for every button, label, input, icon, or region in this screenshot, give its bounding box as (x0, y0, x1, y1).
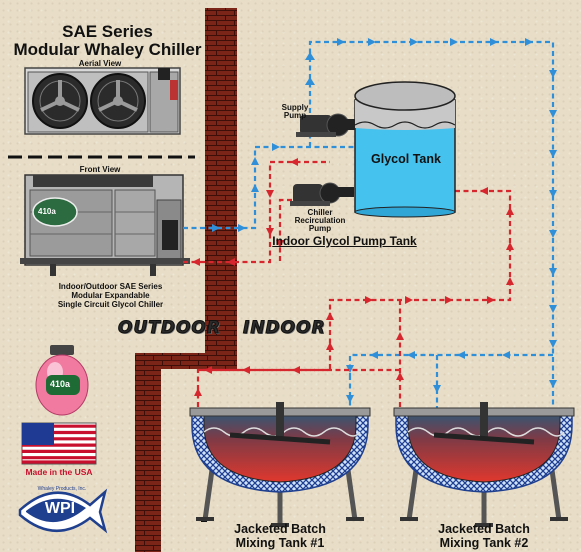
brick-wall-upper (205, 8, 237, 358)
brick-wall-lower (135, 353, 161, 552)
aerial-view-label: Aerial View (78, 59, 122, 68)
pump-tank-label: Indoor Glycol Pump Tank (272, 234, 417, 248)
tank-1-label-line-2: Mixing Tank #1 (235, 536, 325, 550)
usa-flag-icon (21, 422, 97, 465)
title-line-2: Modular Whaley Chiller (13, 40, 202, 59)
indoor-label: INDOOR (243, 318, 326, 339)
tank-2-label-line-1: Jacketed Batch (438, 522, 530, 536)
supply-pump-label-2: Pump (283, 111, 307, 120)
return-arrows (192, 158, 514, 396)
return-lines (183, 160, 512, 410)
supply-arrows (212, 38, 557, 403)
title-line-1: SAE Series (62, 22, 153, 41)
wpi-fish-logo (18, 488, 108, 534)
chiller-desc-2: Modular Expandable (71, 291, 150, 300)
tank-1-label-line-1: Jacketed Batch (234, 522, 326, 536)
logo-subtext: Whaley Products, Inc. (37, 486, 87, 492)
chiller-badge-410a: 410a (38, 207, 56, 216)
chiller-pump-label-1: Chiller (307, 208, 333, 217)
tank-2-label-line-2: Mixing Tank #2 (439, 536, 529, 550)
glycol-tank (354, 81, 456, 218)
refrigerant-can-icon (35, 345, 89, 416)
chiller-recirculation-pump (290, 182, 354, 206)
front-view-label: Front View (79, 165, 121, 174)
chiller-pump-label-3: Pump (308, 224, 332, 233)
logo-text: WPI (44, 500, 76, 517)
made-in-usa-label: Made in the USA (25, 467, 93, 477)
chiller-pump-label-2: Recirculation (294, 216, 346, 225)
glycol-tank-label: Glycol Tank (371, 152, 441, 166)
can-badge-410a: 410a (50, 379, 71, 389)
jacketed-tank-2 (393, 402, 575, 527)
outdoor-label: OUTDOOR (118, 318, 221, 339)
jacketed-tank-1 (189, 402, 371, 527)
chiller-desc-3: Single Circuit Glycol Chiller (57, 300, 164, 309)
supply-pump-label-1: Supply (281, 103, 309, 112)
chiller-front-view (20, 174, 190, 276)
supply-pump (296, 113, 355, 137)
chiller-desc-1: Indoor/Outdoor SAE Series (58, 282, 163, 291)
chiller-aerial-view (24, 67, 181, 135)
